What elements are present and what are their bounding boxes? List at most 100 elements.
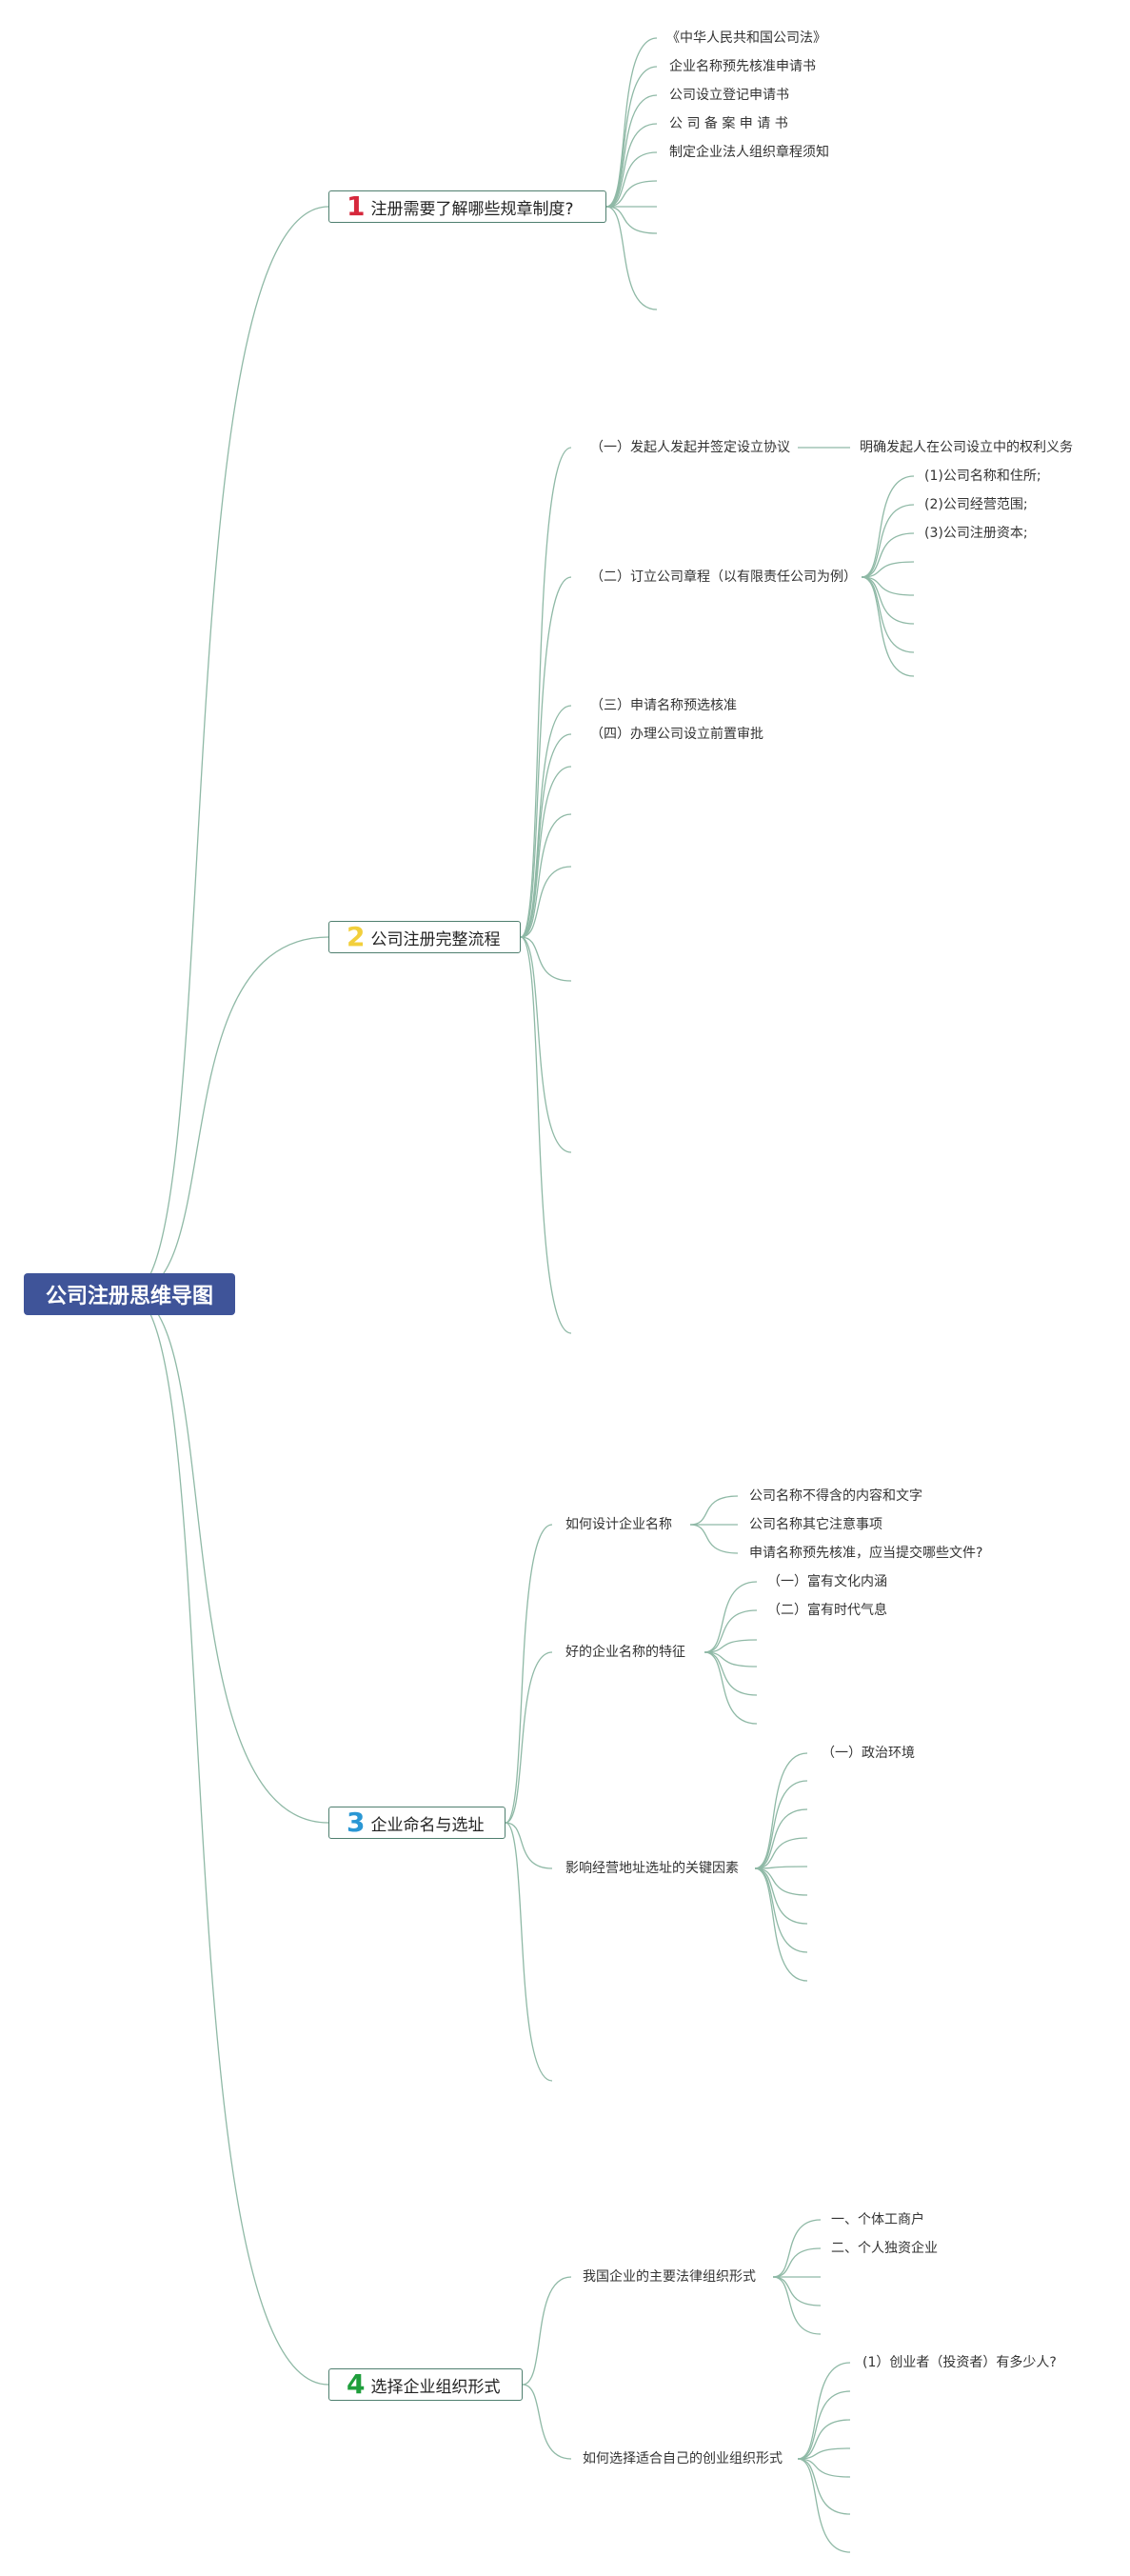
b4-forms-leaf-4 (772, 2276, 822, 2335)
b2-leaf-1 (520, 576, 572, 938)
b1-leaf-8 (605, 206, 658, 310)
b3-leaf-2 (505, 1822, 553, 1869)
branch-3-number: 3 (347, 1807, 366, 1838)
b4-forms-child-1[interactable]: 一、个体工商户 (831, 2212, 924, 2227)
b2-leaf-0 (520, 447, 572, 938)
b2-charter-child-2[interactable]: (2)公司经营范围; (924, 497, 1028, 512)
b2-leaf-2 (520, 705, 572, 938)
b1-item-3[interactable]: 公司设立登记申请书 (669, 88, 789, 103)
b2-charter-leaf-2 (861, 532, 915, 578)
branch-4-node[interactable]: 4 选择企业组织形式 (328, 2368, 523, 2401)
root-node[interactable]: 公司注册思维导图 (24, 1273, 235, 1315)
b4-choose-leaf-5 (797, 2458, 851, 2515)
b2-charter-leaf-5 (861, 576, 915, 625)
b3-design-child-2[interactable]: 公司名称其它注意事项 (749, 1517, 882, 1532)
b3-location-leaf-6 (754, 1867, 808, 1925)
b3-design-leaf-0 (689, 1495, 739, 1526)
b2-charter-child-1[interactable]: (1)公司名称和住所; (924, 469, 1041, 484)
b2-leaf-8 (520, 936, 572, 1153)
branch-4-number: 4 (347, 2368, 366, 2400)
branch-3-node[interactable]: 3 企业命名与选址 (328, 1807, 506, 1839)
b3-location-leaf-1 (754, 1780, 808, 1869)
branch-2-node[interactable]: 2 公司注册完整流程 (328, 921, 521, 953)
b1-item-5[interactable]: 制定企业法人组织章程须知 (669, 145, 829, 160)
b2-charter-child-3[interactable]: (3)公司注册资本; (924, 526, 1028, 541)
branch-4-label: 选择企业组织形式 (370, 2377, 501, 2397)
root-to-branch-3 (129, 1293, 329, 1824)
b2-leaf-5 (520, 813, 572, 938)
b4-item-choose-form[interactable]: 如何选择适合自己的创业组织形式 (583, 2451, 783, 2466)
b3-design-child-1[interactable]: 公司名称不得含的内容和文字 (749, 1488, 922, 1504)
b3-item-location-factors[interactable]: 影响经营地址选址的关键因素 (565, 1861, 739, 1876)
b3-location-leaf-5 (754, 1867, 808, 1896)
branch-1-label: 注册需要了解哪些规章制度? (370, 199, 574, 219)
b1-item-2[interactable]: 企业名称预先核准申请书 (669, 59, 816, 74)
b4-choose-child-1[interactable]: (1）创业者（投资者）有多少人? (862, 2355, 1057, 2370)
b1-leaf-1 (605, 66, 658, 208)
b4-choose-leaf-4 (797, 2458, 851, 2478)
b4-choose-leaf-3 (797, 2447, 851, 2460)
branch-3-label: 企业命名与选址 (370, 1815, 485, 1835)
b2-leaf-7 (520, 936, 572, 982)
b4-leaf-0 (522, 2276, 572, 2386)
b3-item-name-features[interactable]: 好的企业名称的特征 (565, 1645, 685, 1660)
b4-item-legal-forms[interactable]: 我国企业的主要法律组织形式 (583, 2269, 756, 2285)
b3-location-leaf-8 (754, 1867, 808, 1982)
b2-charter-leaf-0 (861, 475, 915, 578)
b4-forms-leaf-0 (772, 2219, 822, 2278)
b1-leaf-4 (605, 151, 658, 208)
b1-leaf-7 (605, 206, 658, 234)
b3-design-leaf-2 (689, 1524, 739, 1554)
b3-design-child-3[interactable]: 申请名称预先核准，应当提交哪些文件? (749, 1546, 983, 1561)
b4-forms-leaf-1 (772, 2247, 822, 2278)
b2-item-agreement[interactable]: （一）发起人发起并签定设立协议 (590, 440, 790, 455)
b4-forms-child-2[interactable]: 二、个人独资企业 (831, 2241, 938, 2256)
b2-leaf-3 (520, 733, 572, 938)
b2-charter-leaf-3 (861, 561, 915, 578)
b4-leaf-1 (522, 2384, 572, 2460)
branch-1-node[interactable]: 1 注册需要了解哪些规章制度? (328, 190, 606, 223)
b4-choose-leaf-1 (797, 2390, 851, 2460)
b1-leaf-2 (605, 94, 658, 208)
root-to-branch-2 (129, 936, 329, 1295)
b3-feature-leaf-5 (704, 1651, 758, 1725)
b3-feature-leaf-1 (704, 1609, 758, 1653)
b3-location-child-1[interactable]: （一）政治环境 (822, 1746, 915, 1761)
b3-location-leaf-3 (754, 1837, 808, 1869)
b4-forms-leaf-3 (772, 2276, 822, 2306)
b2-leaf-6 (520, 866, 572, 938)
b2-item-pre-approval[interactable]: （四）办理公司设立前置审批 (590, 727, 763, 742)
b3-feature-leaf-2 (704, 1639, 758, 1653)
b3-feature-leaf-3 (704, 1651, 758, 1667)
b4-choose-leaf-0 (797, 2362, 851, 2460)
b3-leaf-1 (505, 1651, 553, 1824)
b3-feature-leaf-4 (704, 1651, 758, 1696)
b2-leaf-4 (520, 766, 572, 938)
b3-location-leaf-2 (754, 1808, 808, 1869)
b3-leaf-0 (505, 1524, 553, 1824)
b3-item-design-name[interactable]: 如何设计企业名称 (565, 1517, 672, 1532)
branch-2-label: 公司注册完整流程 (370, 929, 501, 949)
b2-item-name-approval[interactable]: （三）申请名称预选核准 (590, 698, 737, 713)
b3-location-leaf-0 (754, 1752, 808, 1869)
b1-item-4[interactable]: 公 司 备 案 申 请 书 (669, 116, 788, 131)
b1-leaf-5 (605, 180, 658, 208)
b2-leaf-9 (520, 936, 572, 1334)
b3-leaf-3 (505, 1822, 553, 2082)
b2-item-charter[interactable]: （二）订立公司章程（以有限责任公司为例） (590, 569, 857, 585)
b2-charter-leaf-4 (861, 576, 915, 596)
b3-feature-child-2[interactable]: （二）富有时代气息 (767, 1603, 887, 1618)
b2-charter-leaf-6 (861, 576, 915, 653)
b1-item-1[interactable]: 《中华人民共和国公司法》 (666, 30, 826, 46)
b2-charter-leaf-7 (861, 576, 915, 677)
branch-1-number: 1 (347, 190, 366, 222)
b4-choose-leaf-6 (797, 2458, 851, 2553)
root-to-branch-4 (129, 1293, 329, 2386)
b2-agreement-child[interactable]: 明确发起人在公司设立中的权利义务 (860, 440, 1073, 455)
b1-leaf-3 (605, 123, 658, 208)
b2-charter-leaf-1 (861, 504, 915, 578)
b3-feature-child-1[interactable]: （一）富有文化内涵 (767, 1574, 887, 1589)
b3-location-leaf-4 (754, 1866, 808, 1869)
branch-2-number: 2 (347, 921, 366, 952)
